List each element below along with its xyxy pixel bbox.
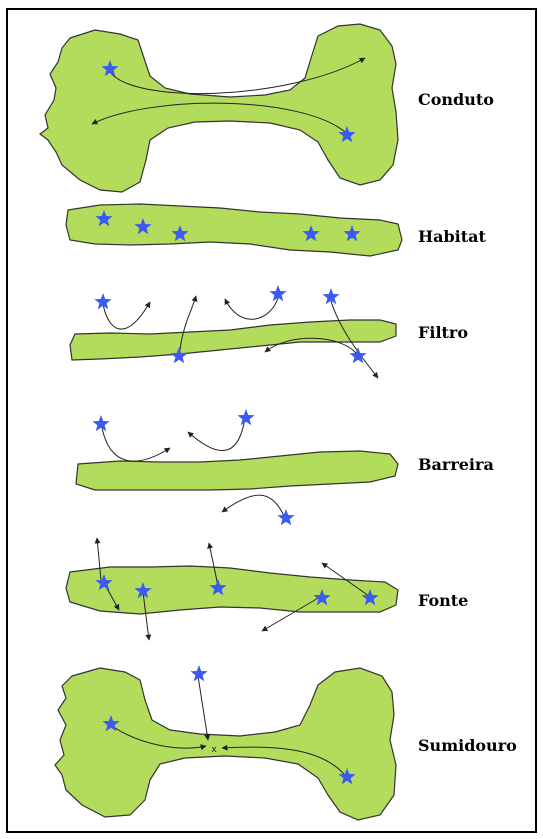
fonte-patch — [66, 566, 398, 614]
star-icon — [94, 293, 111, 309]
star-icon — [190, 665, 207, 681]
row-filtro — [70, 285, 396, 378]
label-fonte: Fonte — [418, 593, 468, 609]
row-fonte — [66, 538, 398, 640]
barreira-patch — [76, 451, 398, 490]
barreira-arrow-2 — [188, 418, 245, 451]
filtro-arrow-3 — [225, 298, 278, 319]
filtro-patch — [70, 320, 396, 360]
star-icon — [277, 509, 294, 525]
row-barreira — [76, 409, 398, 525]
row-conduto — [40, 24, 398, 192]
label-sumidouro: Sumidouro — [418, 738, 517, 754]
label-habitat: Habitat — [418, 229, 486, 245]
label-conduto: Conduto — [418, 92, 494, 108]
barreira-arrow-1 — [102, 428, 170, 461]
sumidouro-arrow-3 — [198, 676, 208, 740]
star-icon — [237, 409, 254, 425]
filtro-arrow-1 — [103, 302, 150, 329]
row-sumidouro: x — [55, 665, 396, 820]
sumidouro-center-marker: x — [211, 745, 217, 755]
barreira-arrow-3 — [222, 495, 284, 516]
row-habitat — [66, 204, 402, 256]
label-barreira: Barreira — [418, 457, 494, 473]
label-filtro: Filtro — [418, 325, 468, 341]
conduto-patch — [40, 24, 398, 192]
star-icon — [92, 415, 109, 431]
sumidouro-patch — [55, 668, 396, 820]
